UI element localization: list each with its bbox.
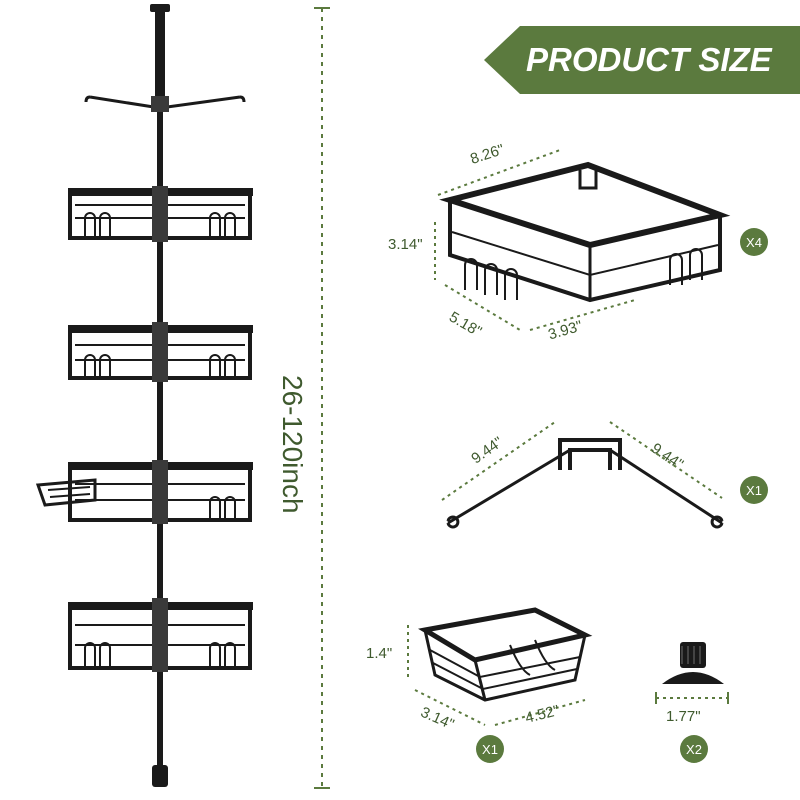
soap-basket-quantity-badge: X1 (476, 735, 504, 763)
suction-cap-dimension-line (655, 692, 729, 704)
shower-caddy-illustration (35, 4, 253, 787)
height-dimension-line (314, 7, 330, 789)
caddy-shelf-2 (68, 322, 253, 382)
suction-cap-diameter: 1.77" (666, 708, 701, 725)
suction-cap-quantity-badge: X2 (680, 735, 708, 763)
hook-bar-illustration (446, 438, 724, 529)
caddy-shelf-4 (68, 598, 253, 672)
hook-bar-quantity-badge: X1 (740, 476, 768, 504)
soap-basket-dimension-lines (407, 625, 586, 726)
corner-basket-dimension-lines (434, 149, 636, 331)
corner-basket-height: 3.14" (388, 236, 423, 253)
corner-basket-quantity-badge: X4 (740, 228, 768, 256)
hook-bar-dimension-lines (441, 421, 723, 501)
corner-basket-illustration (439, 161, 731, 303)
soap-basket-height: 1.4" (366, 645, 393, 662)
caddy-shelf-1 (68, 186, 253, 242)
banner-background (484, 26, 800, 94)
suction-cap-illustration (662, 642, 724, 684)
caddy-shelf-3 (35, 460, 253, 524)
soap-basket-illustration (418, 607, 593, 702)
banner-title: PRODUCT SIZE (526, 41, 772, 78)
height-label: 26-120inch (277, 375, 308, 514)
